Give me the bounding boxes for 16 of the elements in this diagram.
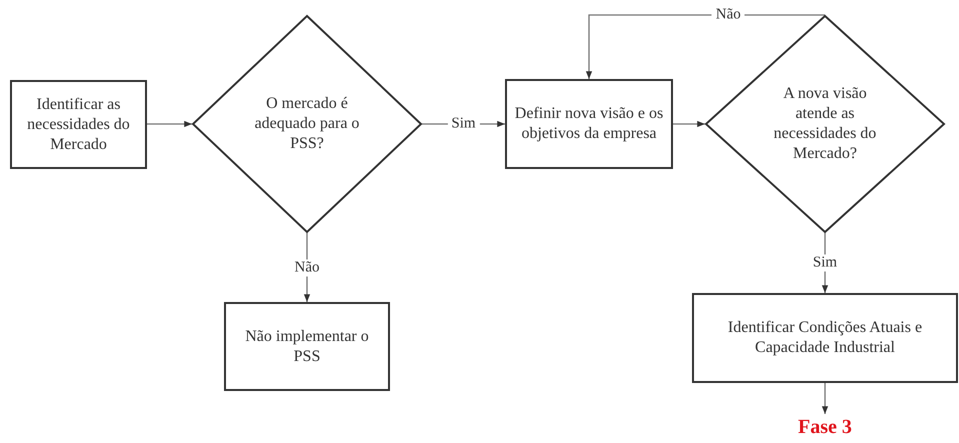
process-box <box>224 302 390 391</box>
arrow <box>586 14 825 79</box>
process-box <box>692 293 958 383</box>
arrow <box>147 120 192 128</box>
node-text: Identificar as necessidades do Mercado <box>26 94 131 154</box>
decision-diamond <box>192 15 422 233</box>
node-text: Não implementar o PSS <box>244 326 370 366</box>
node-text: Definir nova visão e os objetivos da empresa <box>514 104 664 144</box>
process-box <box>10 80 147 169</box>
node-text: O mercado é adequado para o PSS? <box>254 94 360 154</box>
phase-label-text: Fase 3 <box>797 414 853 440</box>
arrow <box>822 383 828 414</box>
node-text: A nova visão atende as necessidades do Mercado? <box>772 84 878 164</box>
node-text: Identificar Condições Atuais e Capacidade Industrial <box>726 318 924 358</box>
process-box <box>505 79 673 169</box>
arrow <box>673 120 705 128</box>
